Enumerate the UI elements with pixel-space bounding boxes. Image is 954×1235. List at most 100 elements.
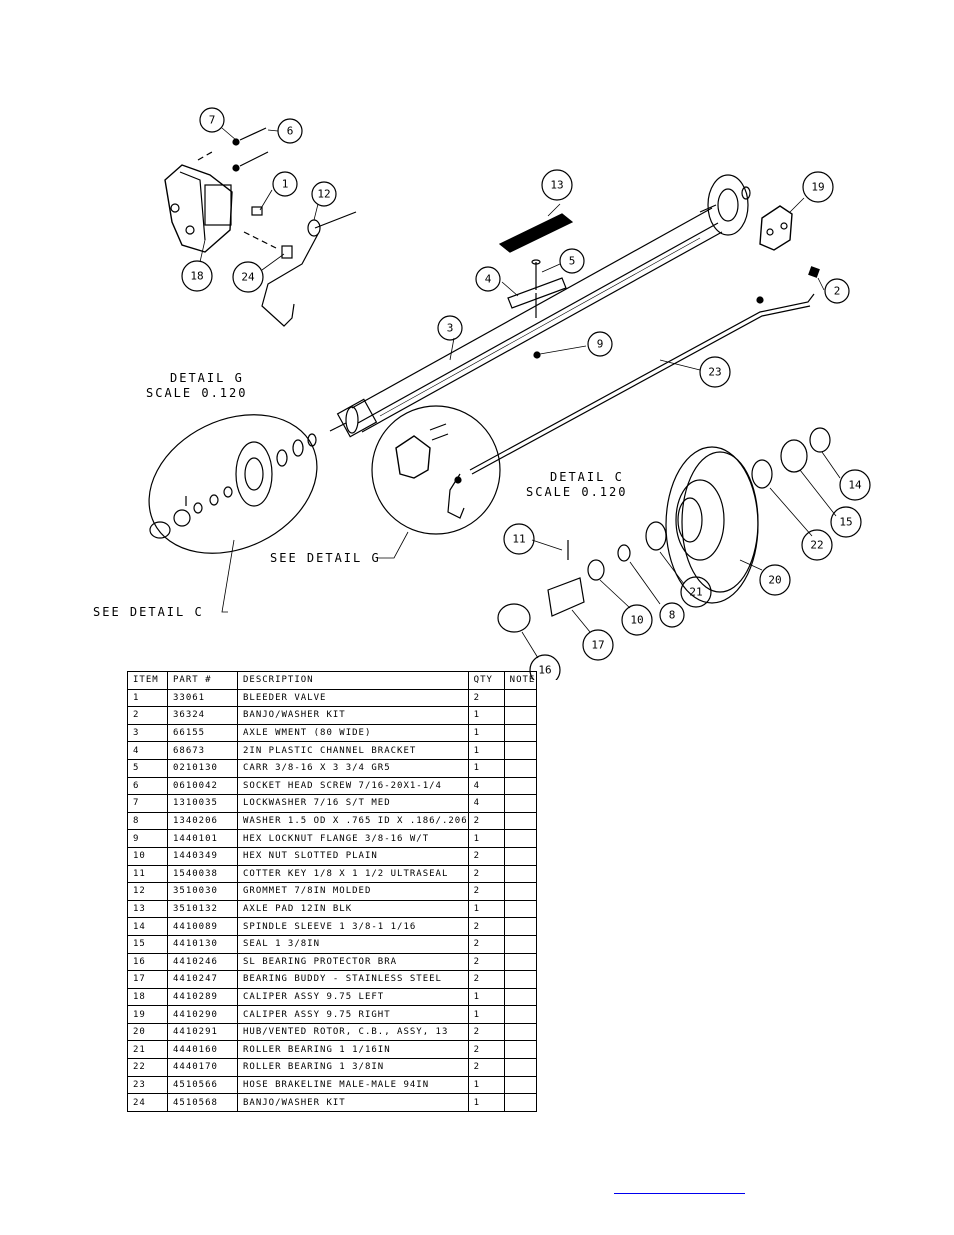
cell-note [503,899,537,919]
cell-note [503,1005,537,1024]
cell-description: AXLE WMENT (80 WIDE) [237,723,469,743]
cell-part: 4510568 [167,1093,238,1112]
cell-description: BANJO/WASHER KIT [237,1093,469,1112]
cell-note [503,741,537,760]
balloon-17: 17 [591,639,604,652]
cell-item: 8 [127,811,168,831]
item-balloons [181,107,871,680]
cell-note [503,688,537,708]
cell-part: 4410247 [167,970,238,989]
balloon-16: 16 [538,664,551,677]
cell-part: 4410290 [167,1005,238,1024]
balloon-14: 14 [848,479,862,492]
cell-part: 0210130 [167,758,238,778]
cell-description: BLEEDER VALVE [237,688,469,708]
cell-description: SL BEARING PROTECTOR BRA [237,952,469,972]
balloon-13: 13 [550,179,563,192]
cell-note [503,846,537,866]
footer-link[interactable] [614,1193,745,1194]
balloon-15: 15 [839,516,852,529]
exploded-axle-diagram: 7 6 1 12 18 24 13 5 4 3 9 23 19 2 14 15 … [93,107,871,680]
cell-part: 4410089 [167,917,238,936]
right-hub-end [699,174,751,236]
caliper-assembly-left [164,127,357,327]
cell-description: HOSE BRAKELINE MALE-MALE 94IN [237,1075,469,1095]
cell-description: BEARING BUDDY - STAINLESS STEEL [237,970,469,989]
cell-qty: 1 [467,1075,505,1095]
cell-qty: 1 [467,829,505,848]
cell-part: 4410289 [167,987,238,1007]
cell-note [503,811,537,831]
cell-note [503,1075,537,1095]
cell-qty: 2 [467,846,505,866]
cell-description: SOCKET HEAD SCREW 7/16-20X1-1/4 [237,776,469,796]
cell-qty: 1 [467,1005,505,1024]
cell-description: CALIPER ASSY 9.75 RIGHT [237,1005,469,1024]
cell-qty: 1 [467,758,505,778]
cell-qty: 2 [467,864,505,884]
cell-part: 4410246 [167,952,238,972]
cell-item: 19 [127,1005,168,1024]
cell-description: HEX LOCKNUT FLANGE 3/8-16 W/T [237,829,469,848]
cell-note [503,952,537,972]
cell-note [503,706,537,725]
header-part: PART # [167,671,238,690]
cell-description: CARR 3/8-16 X 3 3/4 GR5 [237,758,469,778]
cell-item: 5 [127,758,168,778]
cell-item: 9 [127,829,168,848]
cell-description: SPINDLE SLEEVE 1 3/8-1 1/16 [237,917,469,936]
cell-description: HEX NUT SLOTTED PLAIN [237,846,469,866]
cell-item: 12 [127,882,168,901]
balloon-19: 19 [811,181,824,194]
balloon-6: 6 [287,125,294,138]
cell-description: 2IN PLASTIC CHANNEL BRACKET [237,741,469,760]
cell-item: 11 [127,864,168,884]
cell-note [503,917,537,936]
balloon-22: 22 [810,539,823,552]
detail-g-view [148,414,318,554]
axle-tube [351,207,723,433]
cell-qty: 4 [467,794,505,813]
cell-note [503,1093,537,1112]
balloon-24: 24 [241,271,255,284]
cell-description: WASHER 1.5 OD X .765 ID X .186/.206 [237,811,469,831]
cell-description: COTTER KEY 1/8 X 1 1/2 ULTRASEAL [237,864,469,884]
cell-description: ROLLER BEARING 1 1/16IN [237,1040,469,1060]
balloon-20: 20 [768,574,781,587]
balloon-3: 3 [447,322,454,335]
balloon-4: 4 [485,273,492,286]
cell-qty: 2 [467,688,505,708]
cell-item: 4 [127,741,168,760]
cell-part: 66155 [167,723,238,743]
cell-item: 3 [127,723,168,743]
cell-part: 1340206 [167,811,238,831]
header-note: NOTE [503,671,537,690]
cell-note [503,970,537,989]
cell-item: 15 [127,934,168,954]
detail-caliper-view [371,405,501,535]
brake-line-hose [469,293,815,475]
cell-note [503,758,537,778]
cell-note [503,794,537,813]
cell-qty: 2 [467,934,505,954]
cell-description: SEAL 1 3/8IN [237,934,469,954]
balloon-12: 12 [317,188,330,201]
cell-part: 1440101 [167,829,238,848]
cell-description: AXLE PAD 12IN BLK [237,899,469,919]
